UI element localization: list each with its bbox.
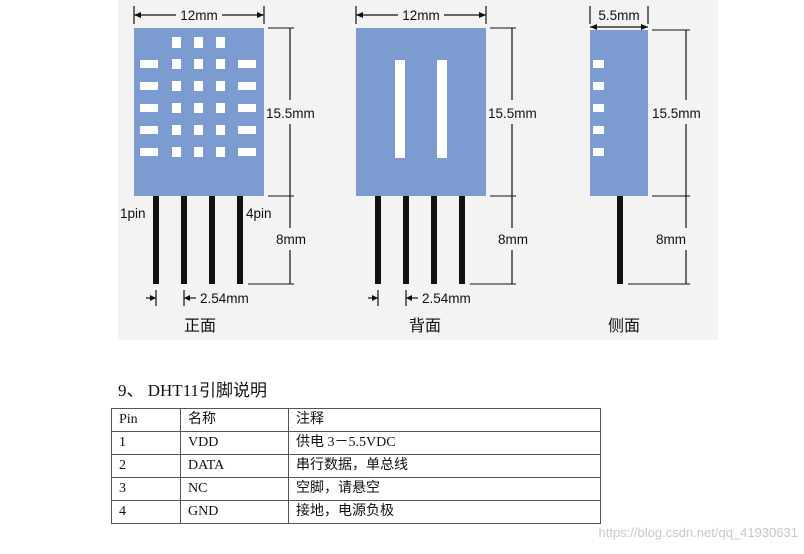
side-view: 5.5mm 15.5mm 8mm 侧面 [589, 6, 701, 335]
grill-hole [194, 103, 203, 113]
side-pin [617, 196, 623, 284]
cell-name: VDD [180, 431, 289, 455]
back-height-label: 15.5mm [488, 106, 537, 121]
side-caption: 侧面 [608, 316, 640, 335]
grill-hole [216, 81, 225, 91]
front-pin-1 [153, 196, 159, 284]
front-pin-4 [237, 196, 243, 284]
front-pin-3 [209, 196, 215, 284]
grill-hole [140, 104, 158, 112]
grill-hole [140, 148, 158, 156]
side-pin-length-label: 8mm [656, 232, 686, 247]
table-row: 4 GND 接地，电源负极 [111, 500, 601, 524]
grill-hole [140, 60, 158, 68]
back-sensor-body [356, 28, 486, 196]
table-header-row: Pin 名称 注释 [111, 408, 601, 432]
grill-hole [238, 126, 256, 134]
grill-hole [172, 147, 181, 157]
grill-hole [216, 147, 225, 157]
grill-hole [172, 103, 181, 113]
back-pin-4 [459, 196, 465, 284]
section-heading: 9、 DHT11引脚说明 [118, 381, 268, 400]
back-slot-right [437, 60, 447, 158]
grill-hole [194, 59, 203, 69]
cell-name: GND [180, 500, 289, 524]
grill-hole [194, 81, 203, 91]
grill-hole [172, 59, 181, 69]
grill-hole [172, 37, 181, 48]
cell-name: DATA [180, 454, 289, 478]
grill-hole [238, 148, 256, 156]
side-width-label: 5.5mm [598, 8, 639, 23]
grill-hole [140, 82, 158, 90]
table-row: 1 VDD 供电 3－5.5VDC [111, 431, 601, 455]
back-width-label: 12mm [402, 8, 440, 23]
front-grill [140, 37, 256, 157]
grill-hole [194, 147, 203, 157]
cell-pin: 1 [111, 431, 181, 455]
front-caption: 正面 [184, 316, 216, 335]
front-width-label: 12mm [180, 8, 218, 23]
table-row: 2 DATA 串行数据，单总线 [111, 454, 601, 478]
back-pin-length-label: 8mm [498, 232, 528, 247]
back-slot-left [395, 60, 405, 158]
cell-pin: 3 [111, 477, 181, 501]
pin-table: Pin 名称 注释 1 VDD 供电 3－5.5VDC 2 DATA 串行数据，… [111, 408, 601, 524]
cell-note: 空脚，请悬空 [288, 477, 601, 501]
cell-pin: 2 [111, 454, 181, 478]
pin1-label: 1pin [120, 206, 146, 221]
header-note: 注释 [288, 408, 601, 432]
cell-name: NC [180, 477, 289, 501]
grill-hole [216, 37, 225, 48]
cell-note: 供电 3－5.5VDC [288, 431, 601, 455]
side-sensor-body [590, 30, 648, 196]
grill-hole [216, 59, 225, 69]
grill-hole [172, 81, 181, 91]
front-pitch-label: 2.54mm [200, 291, 249, 306]
table-row: 3 NC 空脚，请悬空 [111, 477, 601, 501]
front-pin-length-label: 8mm [276, 232, 306, 247]
cell-note: 串行数据，单总线 [288, 454, 601, 478]
cell-pin: 4 [111, 500, 181, 524]
grill-hole [238, 60, 256, 68]
front-pin-2 [181, 196, 187, 284]
grill-hole [194, 125, 203, 135]
dht11-dimension-figure: 12mm 1pin 4pin 15.5mm 8mm 2.54mm 正面 [118, 0, 718, 340]
front-view: 12mm 1pin 4pin 15.5mm 8mm 2.54mm 正面 [120, 6, 315, 335]
back-pin-3 [431, 196, 437, 284]
back-caption: 背面 [409, 316, 441, 335]
grill-hole [172, 125, 181, 135]
cell-note: 接地，电源负极 [288, 500, 601, 524]
grill-hole [194, 37, 203, 48]
back-pin-1 [375, 196, 381, 284]
pin4-label: 4pin [246, 206, 272, 221]
grill-hole [216, 103, 225, 113]
grill-hole [216, 125, 225, 135]
header-pin: Pin [111, 408, 181, 432]
back-pitch-label: 2.54mm [422, 291, 471, 306]
front-height-label: 15.5mm [266, 106, 315, 121]
grill-hole [238, 82, 256, 90]
back-view: 12mm 15.5mm 8mm 2.54mm 背面 [355, 6, 537, 335]
watermark: https://blog.csdn.net/qq_41930631 [598, 525, 799, 540]
back-pin-2 [403, 196, 409, 284]
header-name: 名称 [180, 408, 289, 432]
side-height-label: 15.5mm [652, 106, 701, 121]
grill-hole [140, 126, 158, 134]
grill-hole [238, 104, 256, 112]
